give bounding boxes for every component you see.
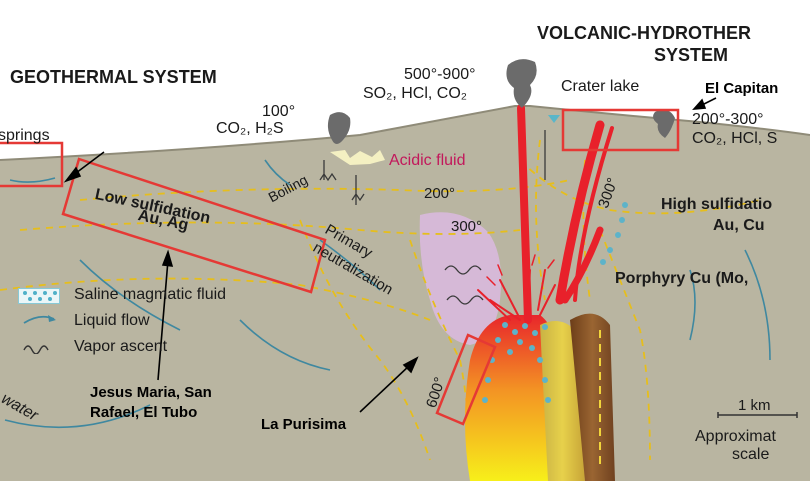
- liquid-flow-arrows: [4, 159, 771, 429]
- la-purisima-annotation: La Purisima: [261, 416, 347, 433]
- liquid-flow-legend-label: Liquid flow: [74, 312, 150, 329]
- vapor-ascent-squiggle-icon: [23, 345, 49, 354]
- highlight-box-low-sulfidation: [61, 157, 327, 294]
- volcanic-system-title-line2: SYSTEM: [654, 45, 729, 65]
- center-gas-label: SO₂, HCl, CO₂: [363, 85, 467, 102]
- center-temperature-label: 500°-900°: [404, 66, 476, 83]
- porphyry-stock: [540, 321, 585, 481]
- right-temperature-label: 200°-300°: [692, 111, 764, 128]
- high-sulfidation-label: High sulfidatio: [661, 196, 773, 213]
- sulfur-deposit: [330, 150, 385, 165]
- brown-stock: [570, 313, 615, 481]
- acidic-fluid-label: Acidic fluid: [389, 152, 466, 169]
- geothermal-system-title: GEOTHERMAL SYSTEM: [10, 67, 217, 87]
- crater-lake: [548, 115, 560, 123]
- scale-caption-line2: scale: [732, 446, 770, 463]
- red-veins: [477, 104, 614, 324]
- steam-plumes: [327, 59, 675, 144]
- highlight-box-springs: [0, 141, 64, 188]
- vapor-ascent-legend-label: Vapor ascent: [74, 338, 168, 355]
- scale-bar: [717, 412, 798, 418]
- crater-lake-label: Crater lake: [561, 78, 640, 95]
- scale-caption-line1: Approximat: [695, 428, 776, 445]
- magmatic-intrusion: [465, 315, 560, 481]
- volcanic-system-title-line1: VOLCANIC-HYDROTHER: [537, 23, 751, 43]
- saline-fluid-legend-swatch: [18, 288, 60, 304]
- acidic-fluid-zone: [419, 212, 502, 345]
- porphyry-label: Porphyry Cu (Mo,: [615, 270, 749, 287]
- vapor-ascent-squiggles: [319, 130, 546, 305]
- jesus-maria-annotation-line1: Jesus Maria, San: [90, 384, 212, 401]
- el-capitan-annotation: El Capitan: [705, 80, 779, 97]
- isotherm-lines: [0, 139, 761, 471]
- left-gas-label: CO₂, H₂S: [216, 120, 284, 137]
- right-gas-label: CO₂, HCl, S: [692, 130, 778, 147]
- saline-fluid-legend-label: Saline magmatic fluid: [74, 286, 227, 303]
- isotherm-200-label: 200°: [424, 185, 456, 202]
- high-sulfidation-metals-label: Au, Cu: [713, 217, 765, 234]
- highlight-box-la-purisima: [435, 333, 497, 426]
- left-temperature-label: 100°: [262, 103, 296, 120]
- saline-fluid-dots: [482, 202, 628, 403]
- liquid-flow-arrow-icon: [23, 315, 56, 324]
- jesus-maria-annotation-line2: Rafael, El Tubo: [90, 404, 198, 421]
- springs-label: springs: [0, 127, 50, 144]
- annotation-arrows: [63, 97, 717, 413]
- surface-line: [0, 105, 810, 161]
- saline-dots-icon: [23, 291, 57, 301]
- scale-distance-label: 1 km: [738, 397, 771, 414]
- highlight-boxes: [0, 108, 680, 426]
- isotherm-300-left-label: 300°: [451, 218, 483, 235]
- highlight-box-el-capitan: [561, 108, 680, 152]
